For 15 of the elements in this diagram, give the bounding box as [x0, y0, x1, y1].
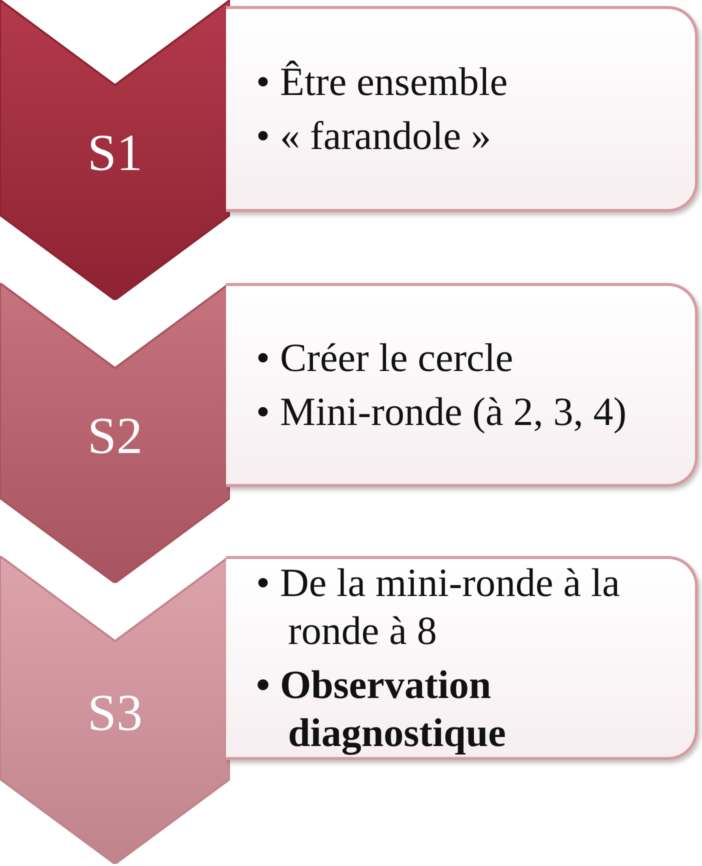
bullet-item: • « farandole »	[256, 112, 492, 160]
chevron-shape	[0, 0, 230, 300]
content-card	[226, 283, 698, 487]
step-label: S2	[88, 411, 142, 463]
step-label: S3	[88, 688, 142, 740]
step-label: S1	[88, 128, 142, 180]
content-card	[226, 6, 698, 212]
chevron-shape	[0, 556, 230, 864]
bullet-item: • De la mini-ronde à la ronde à 8	[256, 559, 621, 655]
bullet-item: • Créer le cercle	[256, 334, 514, 382]
bullet-item: • Mini-ronde (à 2, 3, 4)	[256, 388, 627, 436]
bullet-item: • Observation diagnostique	[256, 661, 507, 757]
content-card	[226, 556, 698, 760]
bullet-item: • Être ensemble	[256, 58, 508, 106]
chevron-shape	[0, 283, 230, 583]
